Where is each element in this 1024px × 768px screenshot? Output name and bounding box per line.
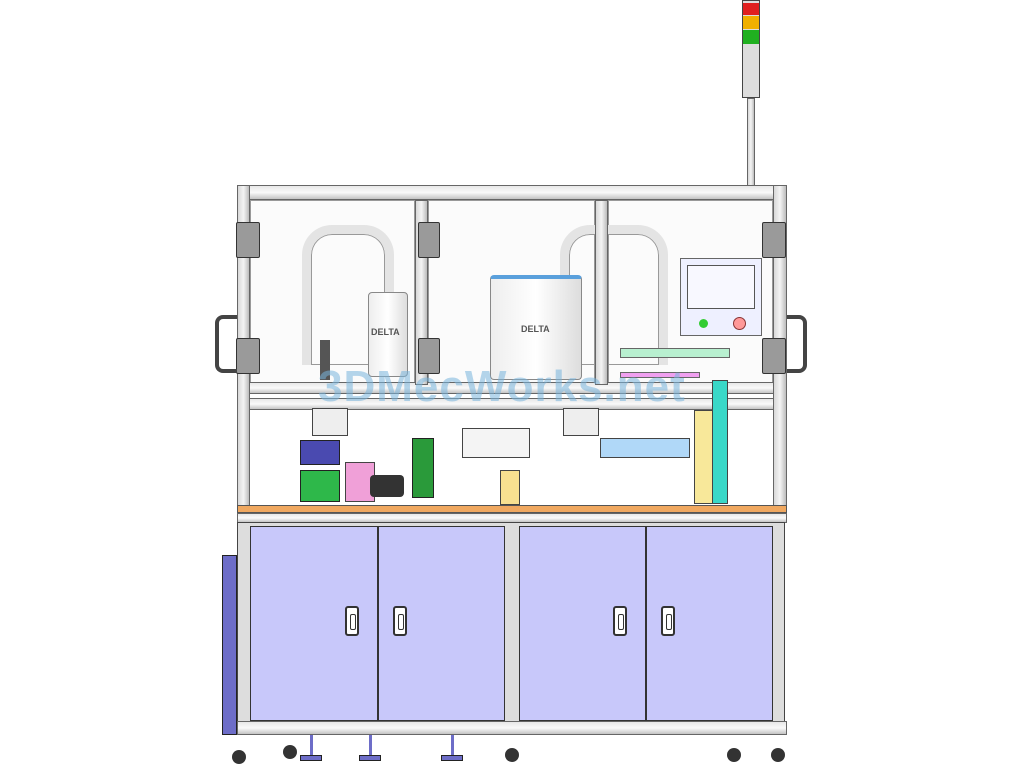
leveling-foot-stem — [310, 735, 313, 755]
red-button[interactable] — [733, 317, 746, 330]
door-handle[interactable] — [393, 606, 407, 636]
tower-pole — [747, 98, 755, 186]
conveyor-rail — [620, 372, 700, 378]
side-handle-left[interactable] — [215, 315, 237, 373]
caster-wheel — [505, 748, 519, 762]
mechanism-block — [462, 428, 530, 458]
door-hinge — [762, 222, 786, 258]
caster-wheel — [771, 748, 785, 762]
motor — [370, 475, 404, 497]
door-hinge — [236, 222, 260, 258]
tower-red-light — [743, 3, 759, 15]
side-handle-right[interactable] — [787, 315, 807, 373]
robot-brand-logo: DELTA — [521, 324, 550, 334]
door-hinge — [418, 222, 440, 258]
work-plate — [237, 505, 787, 513]
tower-green-light — [743, 30, 759, 44]
caster-wheel — [727, 748, 741, 762]
caster-wheel — [283, 745, 297, 759]
leveling-foot-stem — [369, 735, 372, 755]
door-hinge — [236, 338, 260, 374]
door-hinge — [418, 338, 440, 374]
scara-robot-center: DELTA — [490, 275, 582, 380]
fan-box — [563, 408, 599, 436]
mechanism-block — [600, 438, 690, 458]
top-beam — [237, 185, 787, 200]
green-button[interactable] — [699, 319, 708, 328]
signal-tower — [742, 0, 760, 98]
sensor-post — [320, 340, 330, 380]
conveyor — [620, 348, 730, 358]
leveling-foot — [441, 755, 463, 761]
leveling-foot — [359, 755, 381, 761]
side-panel — [222, 555, 237, 735]
leveling-foot-stem — [451, 735, 454, 755]
tower-yellow-light — [743, 16, 759, 29]
hmi-panel — [680, 258, 762, 336]
mechanism-block — [500, 470, 520, 505]
robot-brand-logo: DELTA — [371, 327, 400, 337]
door-hinge — [762, 338, 786, 374]
column — [712, 380, 728, 504]
bottom-rail — [237, 721, 787, 735]
frame-post — [595, 200, 608, 385]
fan-box — [312, 408, 348, 436]
door-handle[interactable] — [661, 606, 675, 636]
scara-robot-left: DELTA — [368, 292, 408, 377]
leveling-foot — [300, 755, 322, 761]
mechanism-block — [300, 440, 340, 465]
mechanism-block — [412, 438, 434, 498]
watermark: 3DMecWorks.net — [318, 362, 686, 411]
door-handle[interactable] — [345, 606, 359, 636]
hmi-screen[interactable] — [687, 265, 755, 309]
mechanism-block — [300, 470, 340, 502]
caster-wheel — [232, 750, 246, 764]
door-handle[interactable] — [613, 606, 627, 636]
